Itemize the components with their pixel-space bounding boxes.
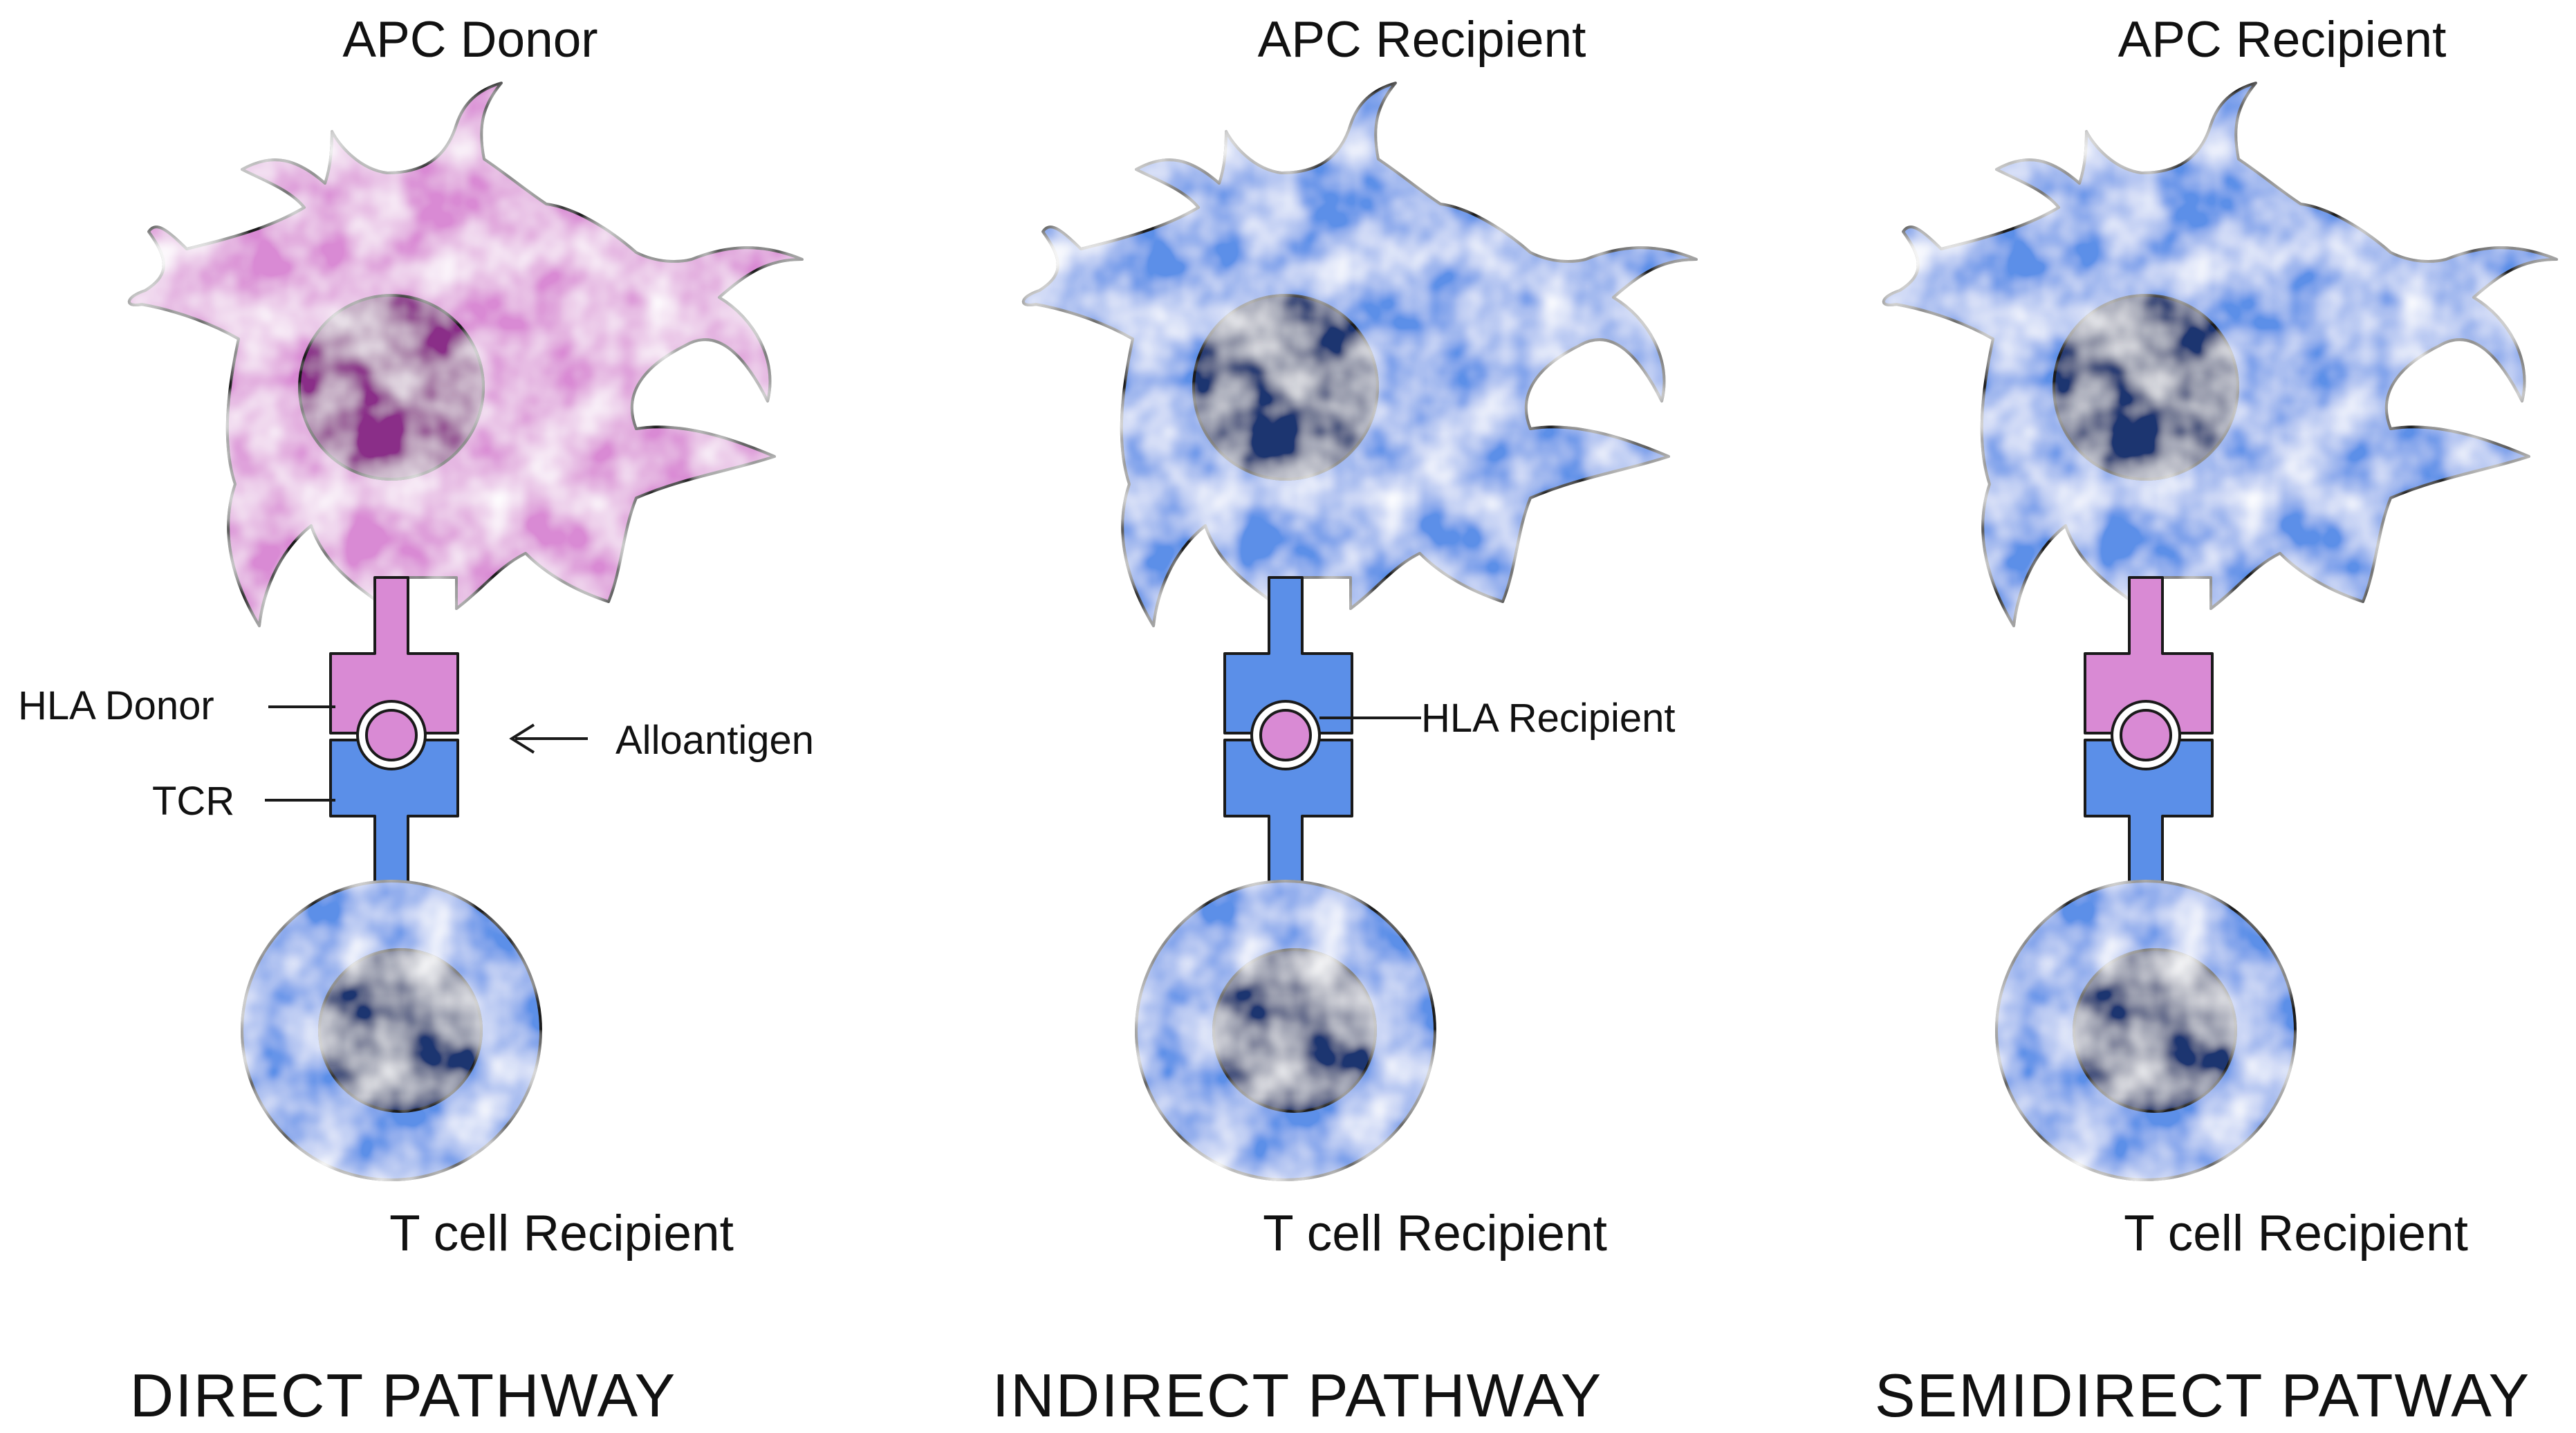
apc-cell <box>1882 82 2558 627</box>
alloantigen-label: Alloantigen <box>615 718 814 763</box>
apc-cell <box>127 82 804 627</box>
tcr-label: TCR <box>152 779 234 824</box>
tcell-label: T cell Recipient <box>1263 1205 1607 1261</box>
hla-recipient-label: HLA Recipient <box>1421 696 1676 741</box>
panel-direct: APC Donor HLA Donor TCR Alloantigen T ce… <box>18 12 814 1430</box>
tcell <box>1995 880 2297 1181</box>
panel-indirect: APC Recipient HLA Recipient T cell Recip… <box>992 12 1698 1430</box>
tcell-label: T cell Recipient <box>2124 1205 2468 1261</box>
pathway-title: DIRECT PATHWAY <box>130 1361 677 1430</box>
apc-label: APC Donor <box>342 12 597 68</box>
tcell-nucleus <box>2073 948 2237 1113</box>
apc-nucleus <box>2053 294 2239 481</box>
apc-label: APC Recipient <box>2118 12 2447 68</box>
antigen <box>2120 709 2172 761</box>
antigen <box>1259 709 1312 761</box>
pathway-title: SEMIDIRECT PATWAY <box>1875 1361 2530 1430</box>
tcell <box>1135 880 1436 1181</box>
tcell <box>241 880 542 1181</box>
tcell-nucleus <box>1212 948 1377 1113</box>
apc-label: APC Recipient <box>1258 12 1586 68</box>
alloantigen-arrow <box>509 723 588 754</box>
apc-cell <box>1021 82 1698 627</box>
tcell-label: T cell Recipient <box>389 1205 734 1261</box>
mhc-tcr-complex <box>2084 576 2214 900</box>
apc-nucleus <box>1192 294 1379 481</box>
mhc-tcr-complex <box>1223 576 1353 900</box>
tcell-nucleus <box>318 948 483 1113</box>
pathway-title: INDIRECT PATHWAY <box>992 1361 1603 1430</box>
apc-nucleus <box>298 294 485 481</box>
mhc-tcr-complex <box>329 576 459 900</box>
panel-semidirect: APC Recipient T cell Recipient SEMIDIREC… <box>1875 12 2558 1430</box>
hla-donor-label: HLA Donor <box>18 683 214 728</box>
alloantigen <box>365 709 418 761</box>
